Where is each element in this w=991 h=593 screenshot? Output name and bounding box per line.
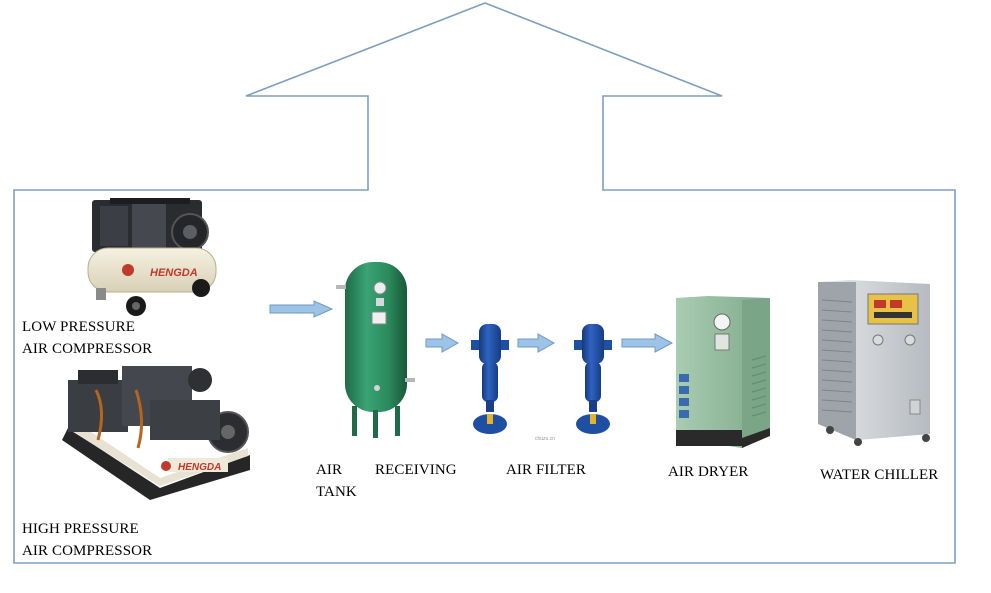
low-compressor-brand: HENGDA — [150, 267, 198, 279]
house-outline — [13, 2, 956, 564]
filter-watermark: chuzu.cn — [535, 436, 555, 442]
flow-arrow-filter-to-dryer — [621, 333, 674, 353]
air-tank-label-word2: TANK — [316, 484, 357, 500]
low-pressure-label-line1: LOW PRESSURE — [22, 319, 135, 335]
air-tank-image — [336, 262, 415, 438]
air-filter-label: AIR FILTER — [506, 462, 586, 478]
low-pressure-compressor-image: HENGDA — [87, 198, 217, 316]
high-pressure-label-line1: HIGH PRESSURE — [22, 521, 139, 537]
air-dryer-label: AIR DRYER — [668, 464, 749, 480]
flow-arrow-filter-to-filter — [517, 333, 556, 353]
air-tank-label-word1: AIR — [316, 462, 342, 478]
low-pressure-label-line2: AIR COMPRESSOR — [22, 341, 152, 357]
flow-arrow-compressor-to-tank — [269, 300, 334, 318]
high-pressure-compressor-image: HENGDA — [62, 366, 250, 500]
high-compressor-brand: HENGDA — [178, 462, 221, 473]
water-chiller-image — [818, 280, 930, 446]
air-filter-2-image — [574, 324, 612, 434]
flow-arrow-tank-to-filter — [425, 333, 460, 353]
high-pressure-label-line2: AIR COMPRESSOR — [22, 543, 152, 559]
water-chiller-label: WATER CHILLER — [820, 467, 938, 483]
air-dryer-image — [676, 296, 770, 448]
air-tank-label-word3: RECEIVING — [375, 462, 457, 478]
air-filter-1-image — [471, 324, 509, 434]
